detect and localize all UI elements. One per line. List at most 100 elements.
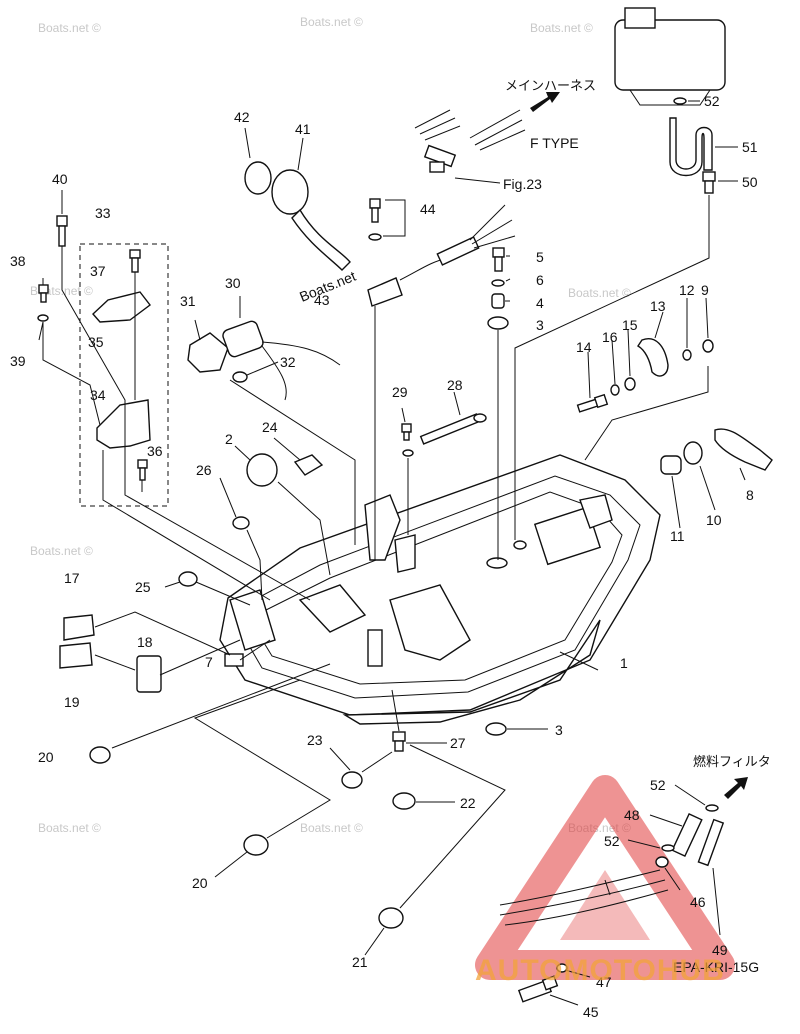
clip-52-upper[interactable] (673, 97, 687, 105)
callout-label: 4 (536, 295, 544, 311)
washer-39[interactable] (37, 314, 49, 322)
callout-label: 42 (234, 109, 250, 125)
washer-6[interactable] (491, 279, 505, 287)
washer-9[interactable] (702, 339, 714, 353)
callout-label: 27 (450, 735, 466, 751)
callout-label: 33 (95, 205, 111, 221)
plate-18[interactable] (136, 655, 162, 693)
fuel-filter-label: 燃料フィルタ (693, 754, 771, 770)
grommet-3-lower[interactable] (485, 722, 507, 736)
callout-label: 18 (137, 634, 153, 650)
handle-8[interactable] (714, 428, 773, 471)
plug-23[interactable] (341, 771, 363, 789)
leader-lines (38, 100, 746, 1006)
plug-21[interactable] (378, 907, 404, 929)
hose-48[interactable] (671, 812, 703, 858)
callout-label: 50 (742, 174, 758, 190)
callout-label: 20 (192, 875, 208, 891)
diagram-code-label: EPA-KRI-15G (673, 959, 759, 975)
screw-36[interactable] (137, 459, 148, 481)
callout-label: 2 (225, 431, 233, 447)
grommet-2[interactable] (246, 453, 278, 487)
main-harness-label: メインハーネス (505, 79, 596, 94)
watermark-text: Boats.net © (568, 286, 631, 300)
callout-label: 15 (622, 317, 638, 333)
screw-27[interactable] (392, 731, 406, 752)
clamp-35[interactable] (92, 291, 151, 323)
bracket-43[interactable] (367, 204, 516, 307)
watermark-text: Boats.net © (38, 821, 101, 835)
screw-37[interactable] (129, 249, 141, 273)
callout-label: 26 (196, 462, 212, 478)
callout-label: 40 (52, 171, 68, 187)
callout-label: 14 (576, 339, 592, 355)
callout-label: 20 (38, 749, 54, 765)
plug-20-upper[interactable] (89, 746, 111, 764)
callout-label: 46 (690, 894, 706, 910)
grommet-26[interactable] (232, 516, 250, 530)
logo-text: AUTOMOTOHUB (475, 954, 725, 987)
callout-label: 31 (180, 293, 196, 309)
collar-4[interactable] (491, 293, 505, 309)
washer-46[interactable] (655, 856, 669, 868)
callout-label: 16 (602, 329, 618, 345)
washer-10[interactable] (683, 441, 703, 465)
bolt-40[interactable] (56, 215, 68, 247)
grommet-41[interactable] (271, 169, 351, 271)
fuel-line-sketch (499, 869, 669, 926)
screw-29[interactable] (401, 423, 414, 457)
bolt-5[interactable] (492, 247, 505, 272)
callout-label: 21 (352, 954, 368, 970)
plate-31[interactable] (187, 332, 229, 373)
automotohub-logo (475, 775, 735, 980)
watermark-text: Boats.net © (30, 544, 93, 558)
joint-50[interactable] (702, 171, 716, 194)
callout-label: 11 (670, 528, 685, 544)
grommet-32[interactable] (232, 371, 248, 383)
callout-label: 45 (583, 1004, 599, 1020)
collar-11[interactable] (660, 455, 682, 475)
callout-label: 43 (314, 292, 330, 308)
watermark-text: Boats.net © (300, 15, 363, 29)
washer-15[interactable] (624, 377, 636, 391)
rod-28[interactable] (419, 413, 487, 445)
ring-42[interactable] (244, 161, 272, 195)
callout-label: 41 (295, 121, 311, 137)
bottom-cowling[interactable] (219, 454, 661, 725)
f-type-harness (414, 109, 526, 173)
callout-label: 17 (64, 570, 80, 586)
clip-52-right[interactable] (705, 804, 719, 812)
switch-30[interactable] (221, 320, 341, 401)
plug-20-lower[interactable] (243, 834, 269, 856)
joint-45[interactable] (517, 975, 559, 1003)
washer-47[interactable] (556, 963, 568, 973)
washer-16[interactable] (610, 384, 620, 396)
bolt-14[interactable] (576, 393, 609, 413)
assembly-box-33 (79, 243, 169, 507)
callout-label: 8 (746, 487, 754, 503)
grommet-22[interactable] (392, 792, 416, 810)
callout-label: 30 (225, 275, 241, 291)
grommet-3-upper[interactable] (487, 316, 509, 330)
callout-label: 36 (147, 443, 163, 459)
bolt-38[interactable] (38, 284, 49, 303)
plate-24[interactable] (293, 454, 324, 476)
callout-label: 7 (205, 654, 213, 670)
clip-17[interactable] (63, 614, 95, 641)
arrow-main-harness (530, 92, 560, 112)
lever-13[interactable] (637, 338, 669, 377)
engine-sketch (614, 7, 726, 106)
clip-52-lower[interactable] (661, 844, 675, 852)
bracket-34[interactable] (96, 399, 151, 449)
bolt-44[interactable] (368, 198, 382, 241)
grommet-25[interactable] (178, 571, 198, 587)
hose-49[interactable] (697, 818, 725, 867)
callout-label: 9 (701, 282, 709, 298)
hose-51[interactable] (669, 117, 713, 177)
clip-19[interactable] (59, 642, 93, 669)
callout-label: 51 (742, 139, 758, 155)
callout-label: 52 (704, 93, 720, 109)
callout-label: 29 (392, 384, 408, 400)
block-7[interactable] (224, 653, 244, 667)
washer-12[interactable] (682, 349, 692, 361)
